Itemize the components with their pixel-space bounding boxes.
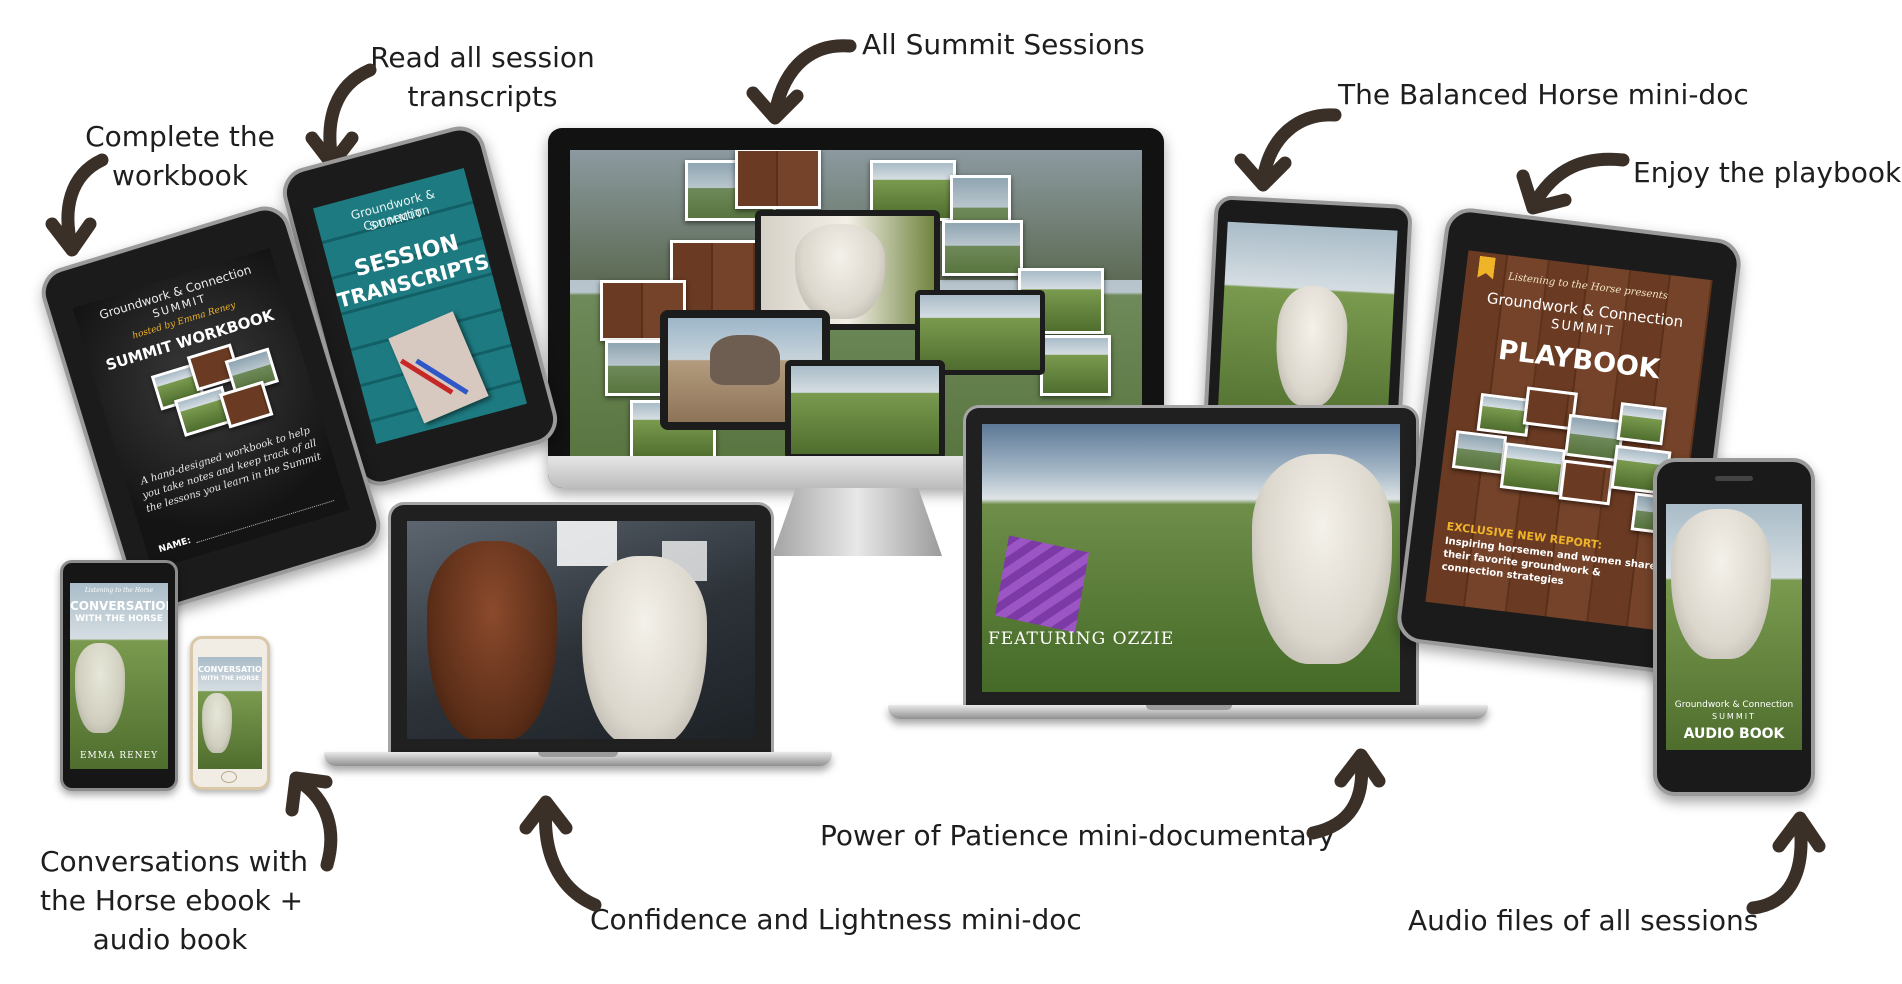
white-horse-image (582, 556, 707, 739)
workbook-name-label: NAME: (157, 535, 193, 556)
label-all-sessions: All Summit Sessions (862, 28, 1145, 61)
ebook-phone-title-2: WITH THE HORSE (200, 675, 260, 682)
ebook-title-1: CONVERSATIONS (70, 599, 168, 613)
patience-caption: FEATURING OZZIE (988, 629, 1175, 649)
arrow-conversations-icon (285, 771, 338, 872)
playbook-collage-photo (1451, 430, 1508, 475)
ebook-tablet: Listening to the Horse CONVERSATIONS WIT… (60, 560, 178, 791)
session-thumbnail (735, 150, 821, 209)
ebook-phone-screen: CONVERSATIONS WITH THE HORSE (198, 657, 262, 769)
session-thumbnail (942, 220, 1023, 276)
playbook-collage-photo (1558, 459, 1615, 506)
arrow-confidence-icon (519, 795, 602, 912)
label-confidence-lightness: Confidence and Lightness mini-doc (590, 903, 1082, 936)
phone-brand-summit: SUMMIT (1712, 712, 1756, 721)
patience-laptop: FEATURING OZZIE (963, 405, 1419, 711)
ebook-title-2: WITH THE HORSE (75, 614, 163, 624)
phone-speaker (1715, 476, 1753, 481)
label-read-transcripts: Read all session transcripts (370, 38, 595, 116)
label-complete-workbook: Complete the workbook (85, 117, 275, 195)
inner-laptop-2-image (785, 360, 945, 460)
phone-screen: Groundwork & Connection SUMMIT AUDIO BOO… (1666, 504, 1802, 750)
label-power-of-patience: Power of Patience mini-documentary (820, 819, 1335, 852)
notebook-image (388, 311, 489, 424)
confidence-laptop-base (324, 752, 832, 766)
arrow-sessions-icon (746, 39, 857, 125)
patience-laptop-notch (1146, 705, 1232, 710)
confidence-laptop-notch (538, 752, 618, 757)
white-horse-image (1252, 454, 1392, 664)
white-horse-image (1671, 509, 1771, 659)
label-line: Read all session (370, 41, 595, 74)
ebook-phone: CONVERSATIONS WITH THE HORSE (190, 636, 270, 790)
horse-image (202, 693, 232, 753)
session-thumbnail (1040, 335, 1111, 396)
arrow-balanced-icon (1234, 108, 1342, 192)
label-line: Conversations with (40, 845, 309, 878)
confidence-laptop (388, 502, 774, 758)
workbook-name-line (196, 500, 335, 544)
label-line: workbook (111, 159, 248, 192)
label-line: audio book (92, 923, 248, 956)
workbook-cover: Groundwork & Connection SUMMIT hosted by… (72, 247, 350, 571)
arrow-audio-icon (1746, 811, 1826, 915)
phone-title: AUDIO BOOK (1683, 726, 1785, 742)
ebook-cover: Listening to the Horse CONVERSATIONS WIT… (70, 583, 168, 769)
label-conversations: Conversations with the Horse ebook + aud… (40, 842, 309, 959)
horse-image (75, 643, 125, 733)
monitor-screen (570, 150, 1142, 466)
label-line: transcripts (407, 80, 558, 113)
home-button (221, 771, 237, 783)
phone-brand: Groundwork & Connection (1674, 700, 1794, 710)
brown-horse-image (427, 541, 557, 739)
desktop-monitor (548, 128, 1164, 488)
transcripts-cover: Groundwork & Connection SUMMIT SESSION T… (313, 167, 527, 445)
label-line: Complete the (85, 120, 275, 153)
ebook-author: EMMA RENEY (79, 751, 159, 761)
arrow-workbook-icon (45, 153, 109, 257)
audio-phone: Groundwork & Connection SUMMIT AUDIO BOO… (1653, 458, 1815, 796)
arrow-patience-icon (1306, 748, 1386, 840)
workbook-collage-photo (218, 380, 274, 429)
label-playbook: Enjoy the playbook (1633, 156, 1902, 189)
horse-ears-image (1273, 284, 1350, 408)
purple-mat-image (994, 535, 1090, 633)
patience-screen: FEATURING OZZIE (982, 424, 1400, 692)
workbook-script-text: A hand-designed workbook to help you tak… (139, 425, 323, 516)
label-line: the Horse ebook + (40, 884, 304, 917)
monitor-stand (772, 488, 942, 556)
label-balanced-horse: The Balanced Horse mini-doc (1338, 78, 1749, 111)
playbook-collage-photo (1499, 442, 1566, 496)
barn-skylight (557, 521, 617, 566)
playbook-collage-photo (1616, 402, 1667, 446)
ebook-series: Listening to the Horse (84, 587, 154, 594)
patience-laptop-base (888, 705, 1488, 719)
confidence-screen (407, 521, 755, 739)
label-audio-files: Audio files of all sessions (1408, 904, 1759, 937)
arrow-playbook-icon (1516, 152, 1630, 215)
ebook-phone-title-1: CONVERSATIONS (198, 665, 262, 674)
